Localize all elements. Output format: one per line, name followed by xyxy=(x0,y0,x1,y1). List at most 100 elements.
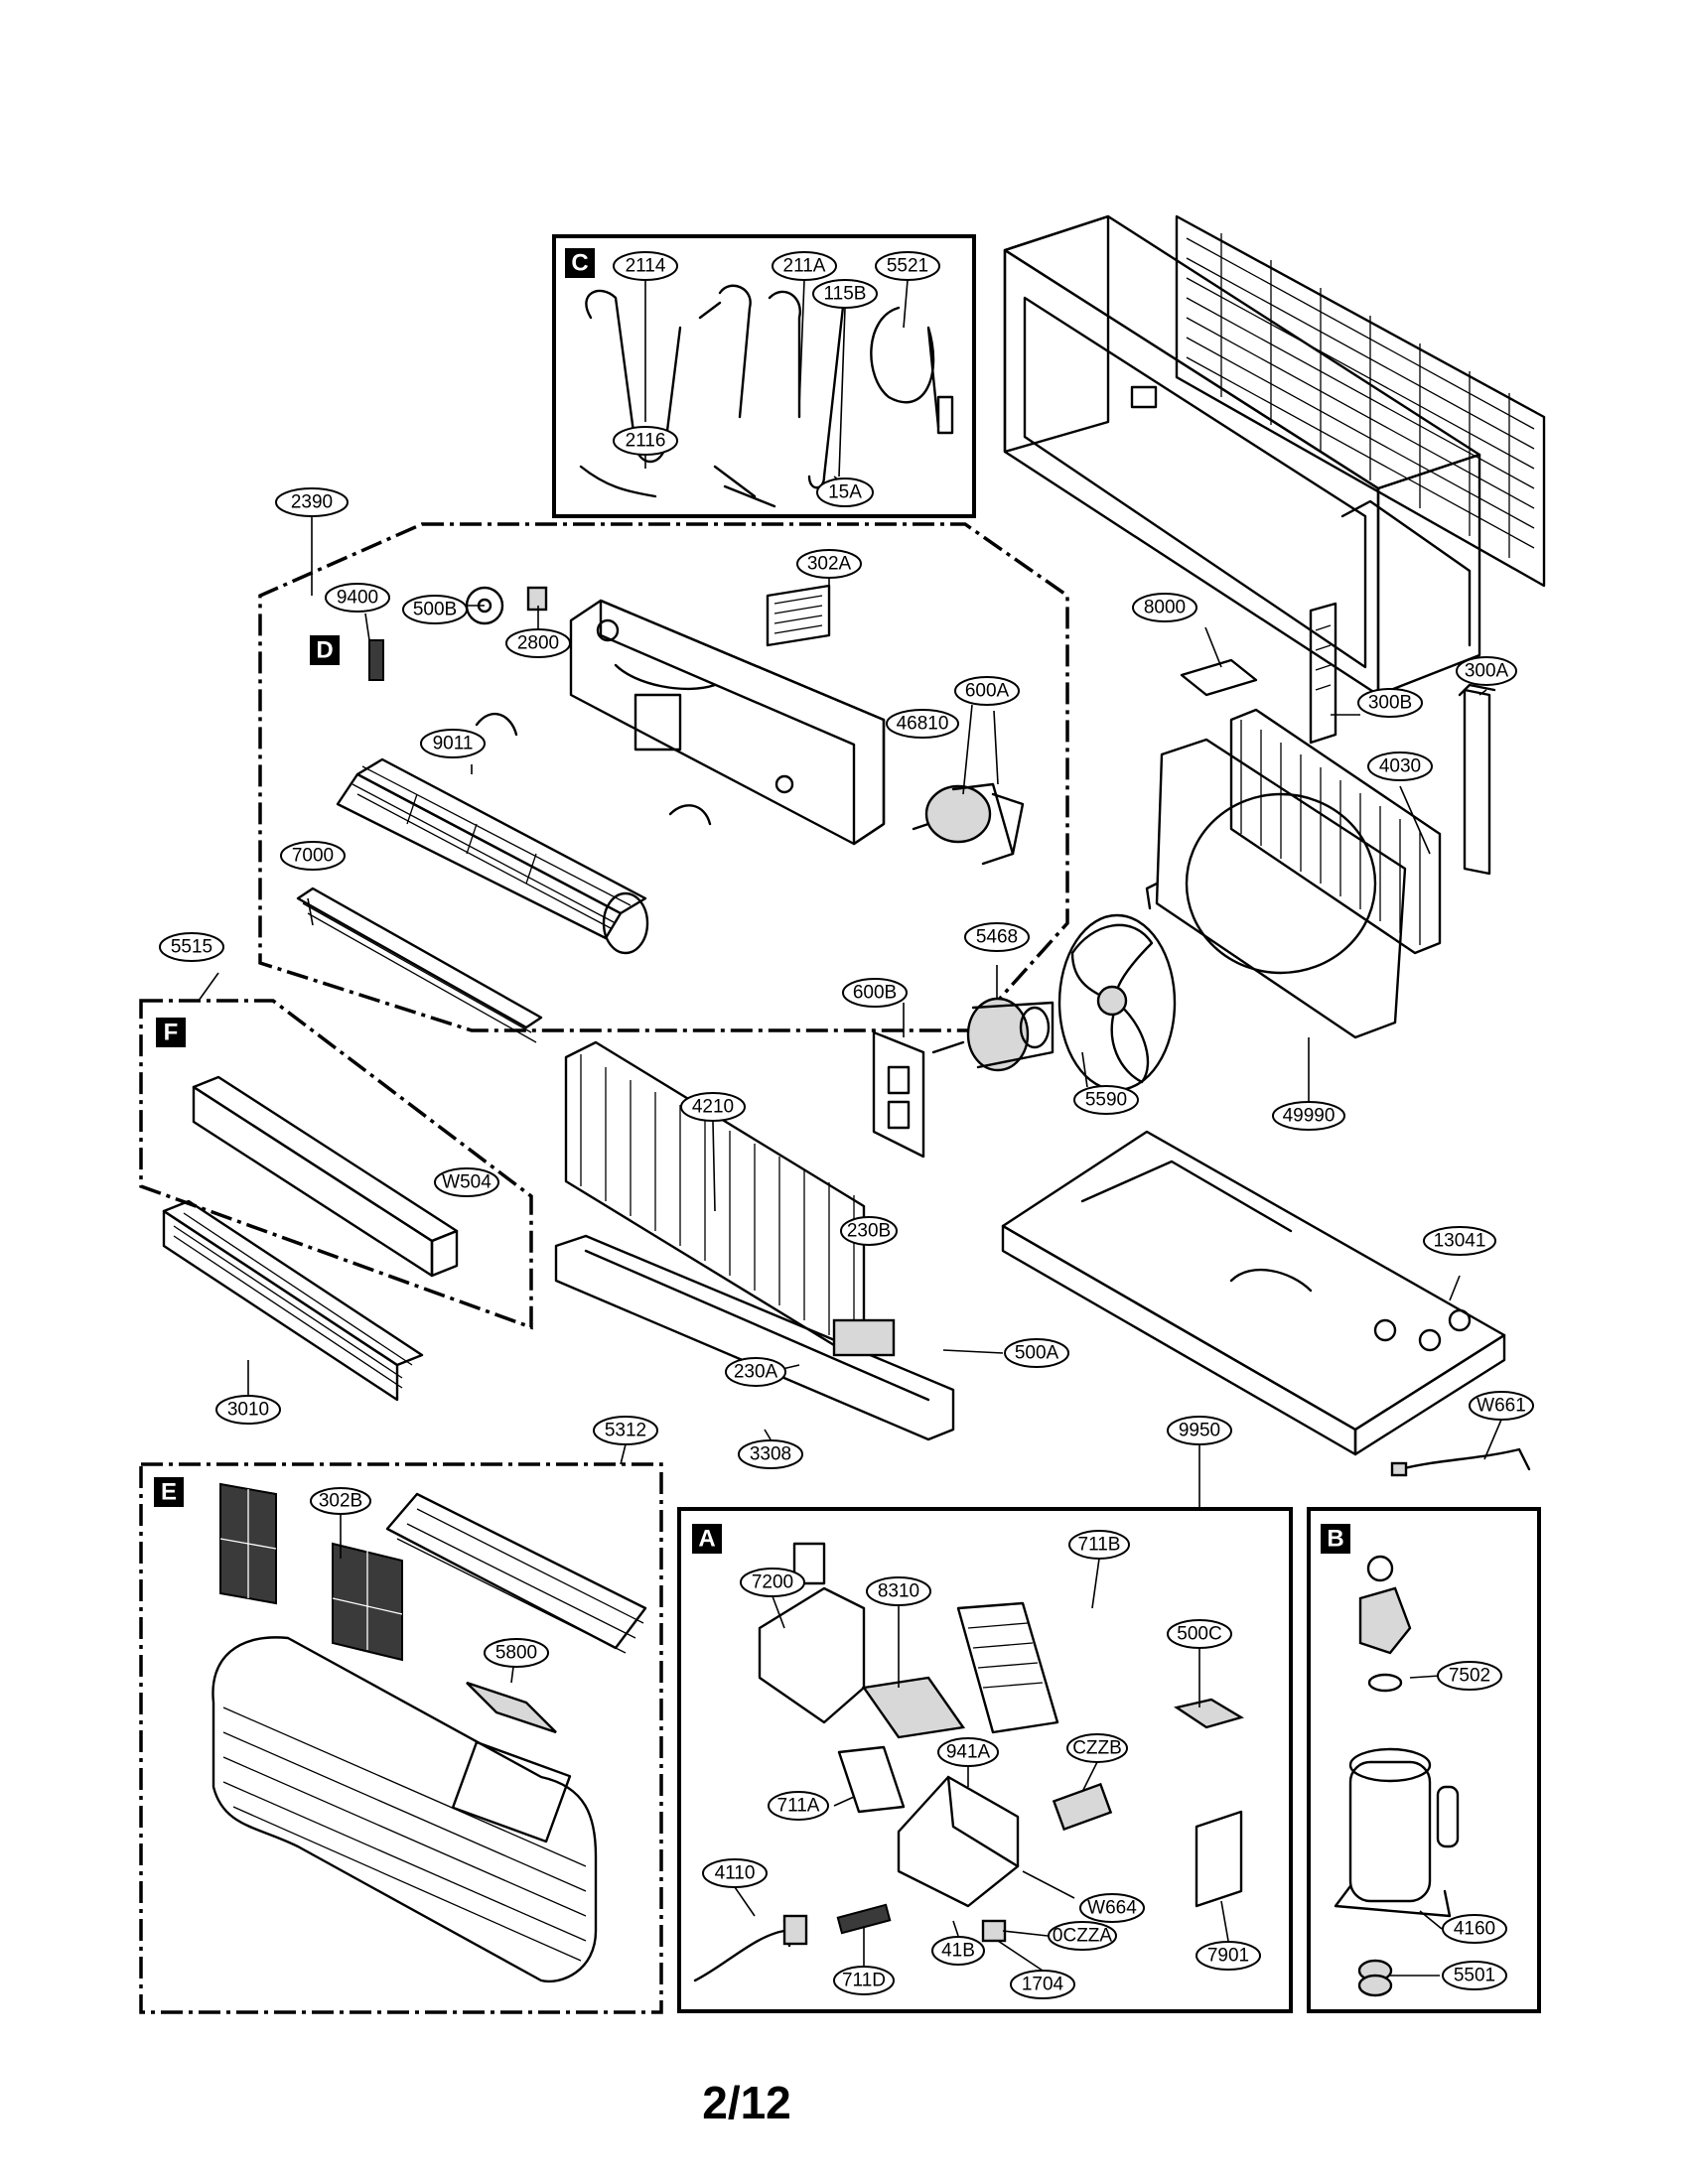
cross-flow-fan xyxy=(336,757,649,955)
svg-text:8310: 8310 xyxy=(878,1581,919,1602)
callout-3308: 3308 xyxy=(738,1439,803,1469)
power-cord-4110 xyxy=(693,1914,808,1982)
svg-text:5515: 5515 xyxy=(171,937,212,958)
fan-motor-5468 xyxy=(931,997,1055,1072)
blower-housing xyxy=(569,599,886,846)
callout-302A: 302A xyxy=(796,549,862,579)
condenser-coil-4030 xyxy=(1229,708,1442,955)
callout-W661: W661 xyxy=(1469,1391,1534,1421)
svg-text:9400: 9400 xyxy=(337,588,378,609)
callout-2390: 2390 xyxy=(275,487,349,517)
group-b-box xyxy=(1307,1507,1541,2013)
svg-text:CZZB: CZZB xyxy=(1072,1738,1122,1759)
callout-302B: 302B xyxy=(310,1487,371,1515)
grommet-5501 xyxy=(1357,1959,1393,1997)
svg-text:7502: 7502 xyxy=(1449,1666,1490,1687)
svg-text:W661: W661 xyxy=(1477,1396,1526,1417)
air-guide-f xyxy=(192,1075,459,1278)
callout-941A: 941A xyxy=(937,1737,999,1767)
cabinet-sleeve xyxy=(1003,214,1481,697)
callout-0CZZA: 0CZZA xyxy=(1048,1921,1117,1951)
callout-7000: 7000 xyxy=(280,841,346,871)
callout-41B: 41B xyxy=(931,1936,985,1966)
louver-7000 xyxy=(296,887,543,1043)
callout-600B: 600B xyxy=(842,978,908,1008)
heater-3010 xyxy=(162,1199,424,1402)
drain-pan-3308 xyxy=(554,1234,955,1441)
callout-711A: 711A xyxy=(768,1791,829,1821)
svg-text:211A: 211A xyxy=(783,256,826,277)
svg-text:0CZZA: 0CZZA xyxy=(1053,1926,1113,1947)
svg-text:7901: 7901 xyxy=(1207,1946,1249,1967)
svg-text:C: C xyxy=(571,250,588,277)
fan-shroud-49990 xyxy=(1145,738,1407,1039)
terminal-711d xyxy=(836,1903,892,1935)
bracket-941a xyxy=(897,1775,1020,1908)
relay-1704 xyxy=(981,1919,1007,1943)
callout-711B: 711B xyxy=(1068,1530,1130,1560)
callout-230A: 230A xyxy=(725,1357,786,1387)
condenser-fan-5590 xyxy=(1057,913,1177,1092)
callout-3010: 3010 xyxy=(215,1395,281,1425)
svg-text:W664: W664 xyxy=(1087,1898,1137,1919)
refrigerant-tubes xyxy=(579,284,954,508)
svg-text:230A: 230A xyxy=(734,1362,778,1383)
compressor-4160 xyxy=(1334,1747,1460,1918)
callout-5515: 5515 xyxy=(159,932,224,962)
svg-text:711D: 711D xyxy=(842,1971,886,1991)
svg-text:4030: 4030 xyxy=(1379,756,1421,777)
group-a-box xyxy=(677,1507,1293,2013)
svg-text:500A: 500A xyxy=(1015,1343,1059,1364)
callout-300A: 300A xyxy=(1456,656,1517,686)
group-e-box xyxy=(139,1462,663,2014)
filter-302b xyxy=(219,1482,403,1662)
callout-49990: 49990 xyxy=(1272,1101,1345,1131)
callout-9400: 9400 xyxy=(325,583,390,613)
svg-text:41B: 41B xyxy=(941,1941,975,1962)
callout-5468: 5468 xyxy=(964,922,1030,952)
svg-text:500C: 500C xyxy=(1177,1624,1221,1645)
svg-text:941A: 941A xyxy=(946,1742,991,1763)
svg-text:711A: 711A xyxy=(777,1796,820,1817)
group-label-e: E xyxy=(154,1477,184,1507)
svg-text:711B: 711B xyxy=(1078,1535,1121,1556)
motor-mount-600b xyxy=(872,1030,925,1159)
callout-8310: 8310 xyxy=(866,1576,931,1606)
cover-7502 xyxy=(1358,1555,1412,1693)
callout-1704: 1704 xyxy=(1010,1970,1075,1999)
svg-text:500B: 500B xyxy=(413,600,457,620)
svg-text:5590: 5590 xyxy=(1085,1090,1127,1111)
front-grille-panel xyxy=(211,1636,598,1983)
fan-motor-46810 xyxy=(912,782,1025,866)
svg-text:49990: 49990 xyxy=(1283,1106,1336,1127)
svg-text:W504: W504 xyxy=(442,1172,492,1193)
callout-115B: 115B xyxy=(812,279,878,309)
callout-46810: 46810 xyxy=(886,709,959,739)
callout-5590: 5590 xyxy=(1073,1085,1139,1115)
side-bracket-300b xyxy=(1309,602,1337,745)
group-label-a: A xyxy=(692,1524,722,1554)
panel-7901 xyxy=(1195,1810,1243,1908)
svg-text:5501: 5501 xyxy=(1454,1966,1495,1986)
svg-text:300B: 300B xyxy=(1368,693,1412,714)
svg-text:600B: 600B xyxy=(853,983,897,1004)
callout-9950: 9950 xyxy=(1167,1416,1232,1445)
callout-211A: 211A xyxy=(772,251,837,281)
door-5800 xyxy=(466,1681,557,1734)
svg-text:600A: 600A xyxy=(965,681,1010,702)
svg-text:7200: 7200 xyxy=(752,1572,793,1593)
callout-711D: 711D xyxy=(833,1966,895,1995)
svg-text:8000: 8000 xyxy=(1144,598,1186,618)
grille-5312 xyxy=(385,1492,647,1654)
page-number: 2/12 xyxy=(702,2077,791,2128)
svg-text:9950: 9950 xyxy=(1179,1421,1220,1441)
callout-500C: 500C xyxy=(1167,1619,1232,1649)
leader-lines xyxy=(198,279,1502,1977)
callout-13041: 13041 xyxy=(1423,1226,1496,1256)
callout-600A: 600A xyxy=(954,676,1020,706)
callout-4030: 4030 xyxy=(1367,751,1433,781)
callout-4210: 4210 xyxy=(680,1092,746,1122)
callout-2800: 2800 xyxy=(505,628,571,658)
callout-15A: 15A xyxy=(816,478,874,507)
svg-text:1704: 1704 xyxy=(1022,1975,1064,1995)
